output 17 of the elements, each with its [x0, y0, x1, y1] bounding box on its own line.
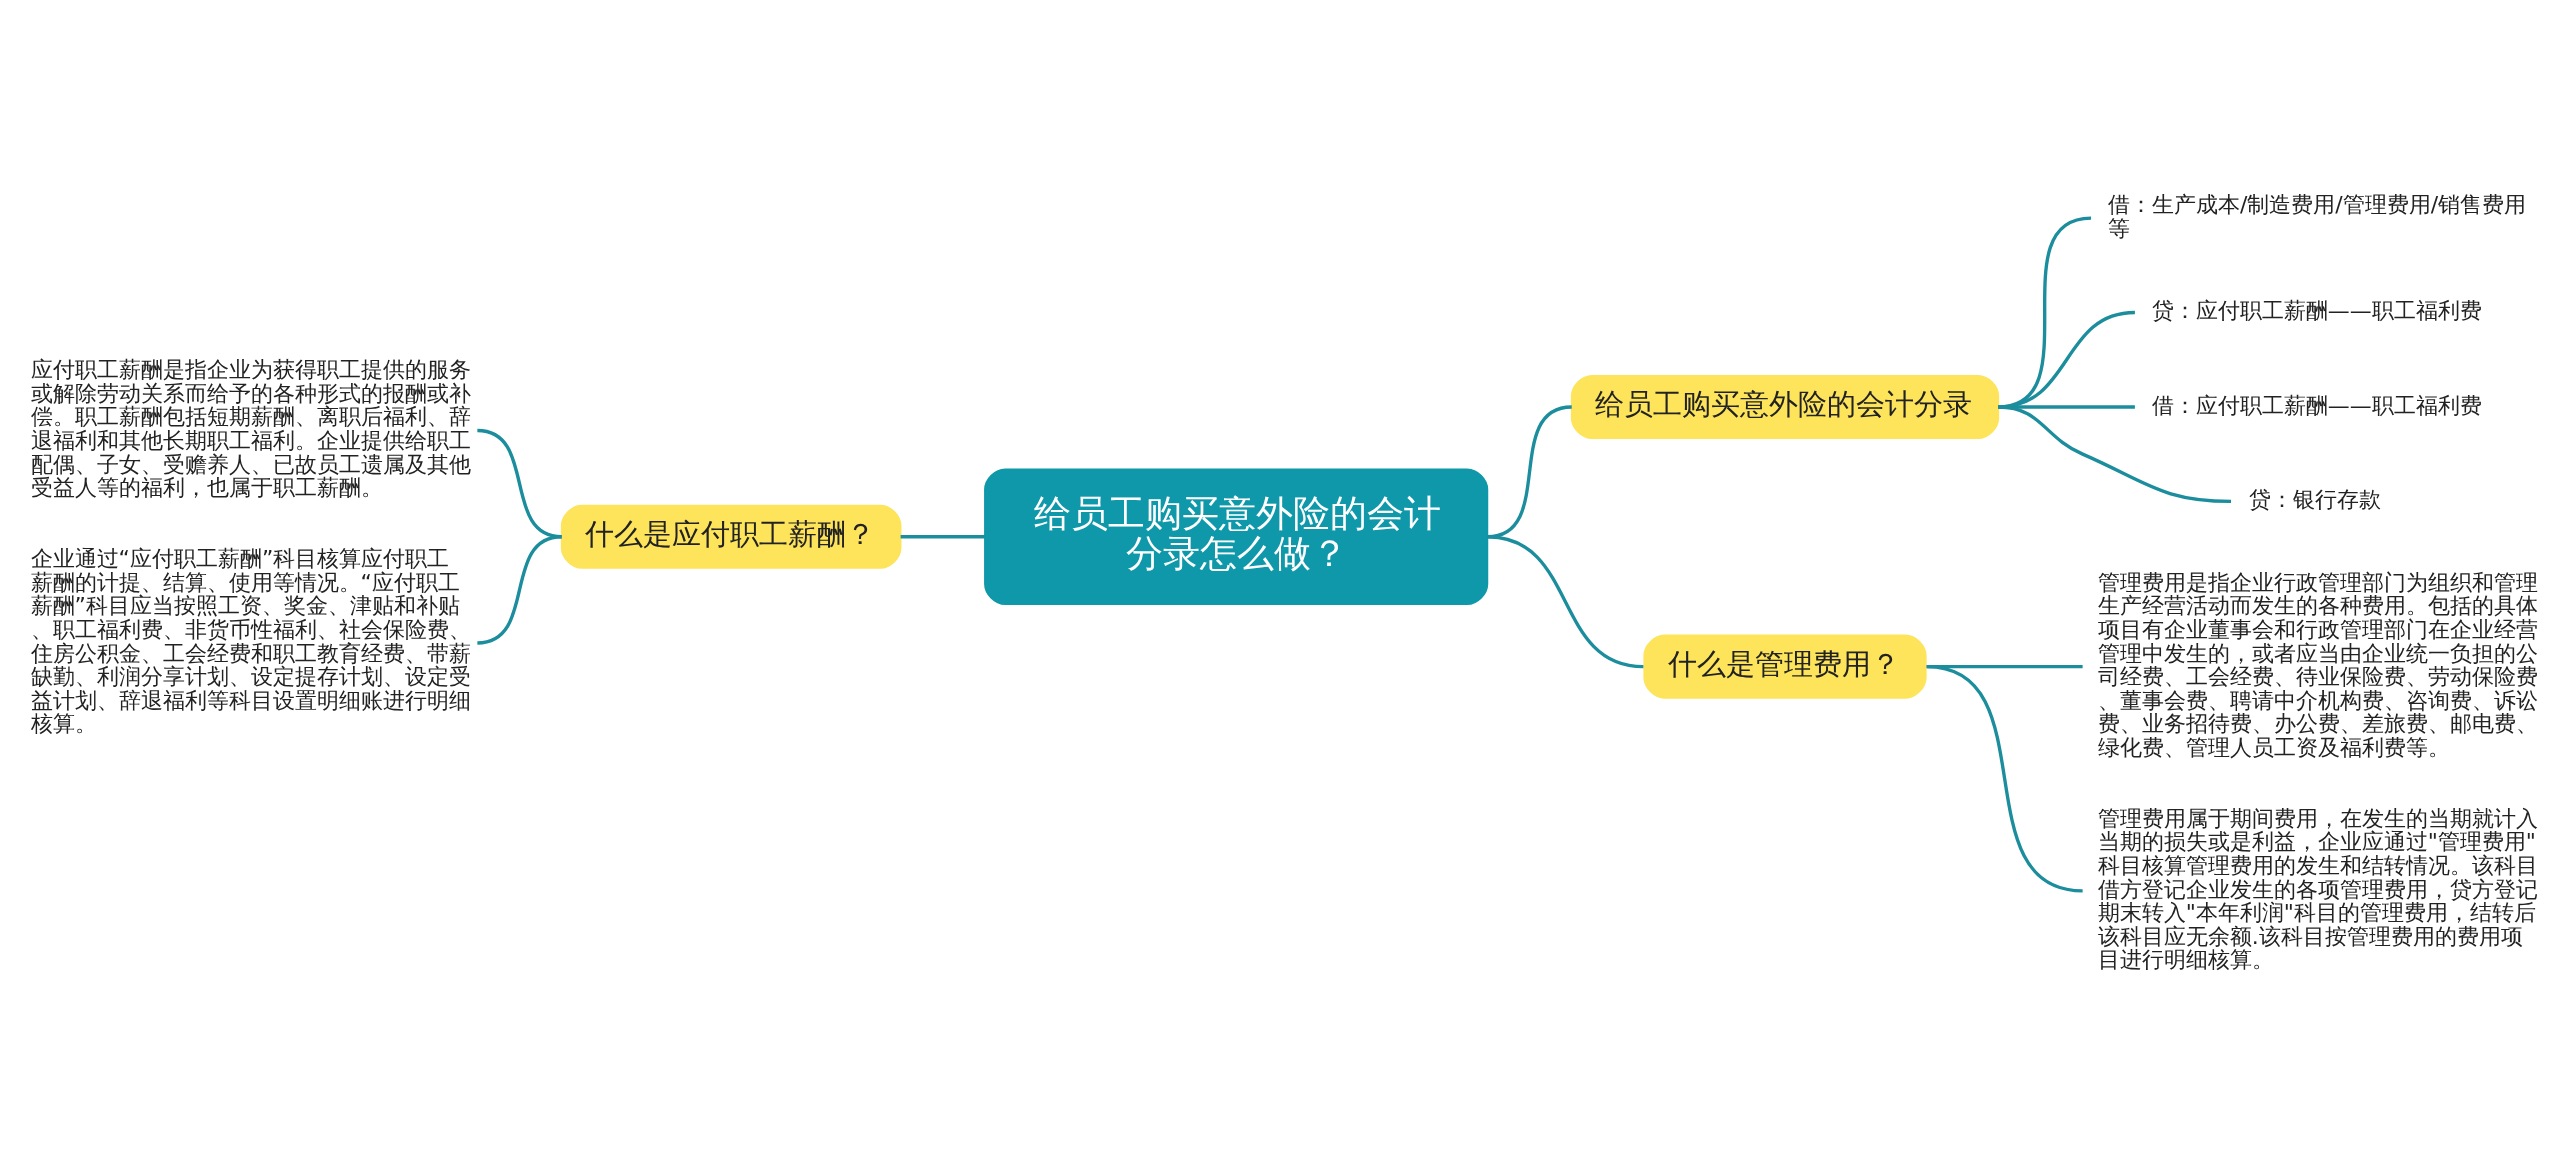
connector	[900, 534, 985, 538]
node-text: 应付职工薪酬是指企业为获得职工提供的服务或解除劳动关系而给予的各种形式的报酬或补偿。职工薪酬包括短期薪酬、离职后福利、辞退福利和其他长期职工福利。企业提供给职工配偶、子女、受赡养人、已故员工遗属及其他受益人等的福利，也属于职工薪酬。	[30, 356, 471, 500]
node-text: 企业通过“应付职工薪酬”科目核算应付职工薪酬的计提、结算、使用等情况。“应付职工薪酬”科目应当按照工资、奖金、津贴和补贴、职工福利费、非货币性福利、社会保险费、住房公积金、工会经费和职工教育经费、带薪缺勤、利润分享计划、设定提存计划、设定受益计划、辞退福利等科目设置明细账进行明细核算。	[30, 545, 471, 736]
node-text: 管理费用是指企业行政管理部门为组织和管理生产经营活动而发生的各种费用。包括的具体项目有企业董事会和行政管理部门在企业经营管理中发生的，或者应当由企业统一负担的公司经费、工会经费、待业保险费、劳动保险费、董事会费、聘请中介机构费、咨询费、诉讼费、业务招待费、办公费、差旅费、邮电费、绿化费、管理人员工资及福利费等。	[2097, 569, 2538, 760]
connector	[1487, 534, 1644, 668]
node-box: 什么是应付职工薪酬？	[560, 504, 902, 569]
node-text: 管理费用属于期间费用，在发生的当期就计入当期的损失或是利益，企业应通过"管理费用"科目核算管理费用的发生和结转情况。该科目借方登记企业发生的各项管理费用，贷方登记期末转入"本年利润"科目的管理费用，结转后该科目应无余额.该科目按管理费用的费用项目进行明细核算。	[2097, 805, 2538, 972]
node-box: 什么是管理费用？	[1643, 634, 1927, 699]
node-box: 给员工购买意外险的会计分录怎么做？	[984, 468, 1489, 605]
connector	[1926, 664, 2083, 893]
connector	[477, 534, 562, 645]
connector	[1998, 404, 2232, 503]
node-text: 借：生产成本/制造费用/管理费用/销售费用等	[2107, 191, 2527, 241]
node-text: 借：应付职工薪酬——职工福利费	[2151, 392, 2482, 418]
node-text: 贷：银行存款	[2248, 486, 2381, 512]
node-text: 贷：应付职工薪酬——职工福利费	[2151, 297, 2482, 323]
node-box: 给员工购买意外险的会计分录	[1570, 374, 2000, 439]
